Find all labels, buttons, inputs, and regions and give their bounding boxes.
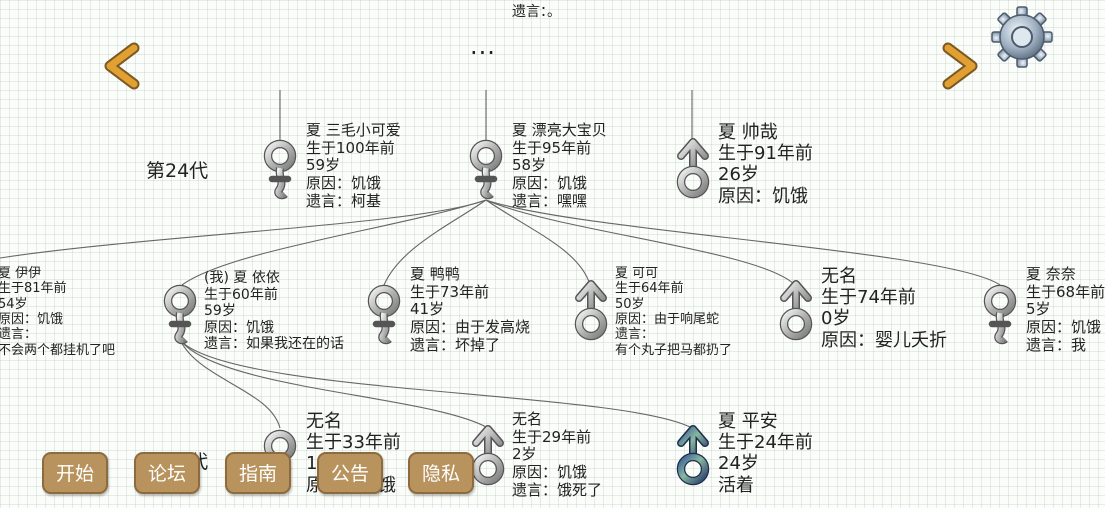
male-symbol-icon[interactable] bbox=[468, 425, 508, 487]
member-name: 夏 鸭鸭 bbox=[410, 265, 460, 283]
member-born: 生于100年前 bbox=[306, 138, 395, 157]
member-name: 夏 平安 bbox=[718, 411, 778, 432]
member-name: 夏 可可 bbox=[615, 266, 659, 281]
member-will: 遗言：坏掉了 bbox=[410, 335, 501, 354]
guide-button[interactable]: 指南 bbox=[225, 452, 291, 494]
generation-label-24: 第24代 bbox=[146, 160, 209, 182]
member-cause: 原因：饥饿 bbox=[0, 311, 64, 327]
member-piaoliang[interactable]: 夏 漂亮大宝贝 生于95年前 58岁 原因：饥饿 遗言：嘿嘿 bbox=[512, 121, 607, 210]
member-age: 0岁 bbox=[821, 308, 851, 330]
member-name: 夏 帅哉 bbox=[718, 122, 778, 143]
member-yaya[interactable]: 夏 鸭鸭 生于73年前 41岁 原因：由于发高烧 遗言：坏掉了 bbox=[410, 265, 531, 354]
member-born: 生于68年前 bbox=[1026, 282, 1105, 301]
family-tree-lines bbox=[0, 90, 1001, 429]
member-will: 不会两个都挂机了吧 bbox=[0, 342, 116, 358]
member-born: 生于73年前 bbox=[410, 282, 490, 301]
member-cause: 原因：饥饿 bbox=[718, 185, 808, 207]
member-cause: 原因：饥饿 bbox=[1026, 318, 1102, 337]
member-age: 59岁 bbox=[306, 156, 341, 175]
member-cause: 原因：饥饿 bbox=[306, 174, 382, 193]
member-yiyi[interactable]: 夏 伊伊 生于81年前 54岁 原因：饥饿 遗言： 不会两个都挂机了吧 bbox=[0, 266, 115, 358]
member-name: 夏 三毛小可爱 bbox=[306, 121, 401, 139]
male-symbol-icon[interactable] bbox=[776, 280, 816, 342]
gear-icon[interactable] bbox=[990, 5, 1054, 69]
member-name: 无名 bbox=[306, 411, 342, 432]
member-born: 生于24年前 bbox=[718, 432, 813, 454]
member-born: 生于64年前 bbox=[615, 281, 684, 297]
member-age: 59岁 bbox=[204, 303, 236, 320]
member-name: (我) 夏 依依 bbox=[204, 270, 280, 286]
member-will: 遗言：柯基 bbox=[306, 191, 382, 210]
member-born: 生于33年前 bbox=[306, 432, 401, 454]
member-age: 26岁 bbox=[718, 164, 759, 186]
member-name: 无名 bbox=[821, 266, 857, 287]
top-will-text: 遗言：。 bbox=[512, 4, 561, 20]
member-cause: 原因：由于响尾蛇 bbox=[615, 311, 720, 327]
member-age: 41岁 bbox=[410, 300, 445, 319]
member-will: 有个丸子把马都扔了 bbox=[615, 342, 733, 358]
male-symbol-icon-alive[interactable] bbox=[673, 425, 713, 487]
member-will: 遗言：如果我还在的话 bbox=[204, 336, 344, 353]
chevron-right-icon[interactable] bbox=[936, 42, 982, 90]
female-symbol-icon[interactable] bbox=[366, 283, 402, 345]
member-will-label: 遗言： bbox=[0, 327, 38, 343]
forum-button[interactable]: 论坛 bbox=[134, 452, 200, 494]
member-age: 5岁 bbox=[1026, 300, 1051, 319]
member-born: 生于95年前 bbox=[512, 138, 592, 157]
member-age: 54岁 bbox=[0, 296, 28, 312]
member-sanmao[interactable]: 夏 三毛小可爱 生于100年前 59岁 原因：饥饿 遗言：柯基 bbox=[306, 121, 401, 210]
member-name: 夏 伊伊 bbox=[0, 266, 42, 281]
female-symbol-icon[interactable] bbox=[162, 283, 198, 345]
member-born: 生于29年前 bbox=[512, 427, 592, 446]
member-shuaizai[interactable]: 夏 帅哉 生于91年前 26岁 原因：饥饿 bbox=[718, 122, 813, 207]
male-symbol-icon[interactable] bbox=[571, 280, 611, 342]
member-name: 夏 漂亮大宝贝 bbox=[512, 121, 607, 139]
start-button[interactable]: 开始 bbox=[42, 452, 108, 494]
member-age: 58岁 bbox=[512, 156, 547, 175]
member-cause: 原因：由于发高烧 bbox=[410, 318, 531, 337]
member-cause: 原因：饥饿 bbox=[204, 319, 274, 336]
member-will: 遗言：我 bbox=[1026, 335, 1087, 354]
member-born: 生于74年前 bbox=[821, 287, 916, 309]
more-generations-indicator[interactable]: ... bbox=[470, 32, 496, 60]
member-self-yiyi[interactable]: (我) 夏 依依 生于60年前 59岁 原因：饥饿 遗言：如果我还在的话 bbox=[204, 270, 344, 353]
member-cause: 原因：婴儿夭折 bbox=[821, 329, 947, 351]
privacy-button[interactable]: 隐私 bbox=[408, 452, 474, 494]
notice-button[interactable]: 公告 bbox=[317, 452, 383, 494]
chevron-left-icon[interactable] bbox=[100, 42, 146, 90]
female-symbol-icon[interactable] bbox=[982, 283, 1018, 345]
member-will: 遗言：饿死了 bbox=[512, 480, 603, 499]
female-symbol-icon[interactable] bbox=[262, 138, 298, 200]
member-name: 夏 奈奈 bbox=[1026, 265, 1076, 283]
female-symbol-icon[interactable] bbox=[468, 138, 504, 200]
member-keke[interactable]: 夏 可可 生于64年前 50岁 原因：由于响尾蛇 遗言： 有个丸子把马都扔了 bbox=[615, 266, 732, 358]
member-age: 2岁 bbox=[512, 445, 537, 464]
member-pingan[interactable]: 夏 平安 生于24年前 24岁 活着 bbox=[718, 411, 813, 496]
member-age: 50岁 bbox=[615, 296, 645, 312]
member-status: 活着 bbox=[718, 474, 754, 496]
member-nameless-2[interactable]: 无名 生于29年前 2岁 原因：饥饿 遗言：饿死了 bbox=[512, 410, 603, 499]
member-cause: 原因：饥饿 bbox=[512, 463, 588, 482]
member-will: 遗言：嘿嘿 bbox=[512, 191, 588, 210]
member-born: 生于60年前 bbox=[204, 286, 278, 303]
member-will-label: 遗言： bbox=[615, 327, 655, 343]
member-nameless-infant[interactable]: 无名 生于74年前 0岁 原因：婴儿夭折 bbox=[821, 266, 947, 351]
member-name: 无名 bbox=[512, 410, 543, 428]
member-born: 生于81年前 bbox=[0, 281, 67, 297]
member-age: 24岁 bbox=[718, 453, 759, 475]
member-born: 生于91年前 bbox=[718, 143, 813, 165]
member-naina[interactable]: 夏 奈奈 生于68年前 5岁 原因：饥饿 遗言：我 bbox=[1026, 265, 1105, 354]
male-symbol-icon[interactable] bbox=[673, 138, 713, 200]
member-cause: 原因：饥饿 bbox=[512, 174, 588, 193]
